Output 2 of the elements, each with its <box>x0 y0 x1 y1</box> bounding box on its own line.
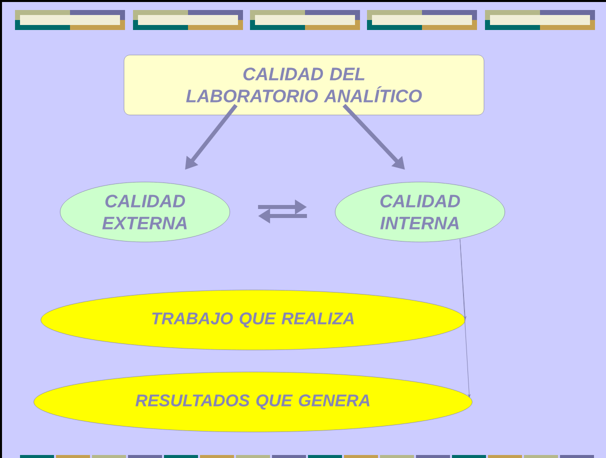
arrow <box>460 238 470 398</box>
title-box: CALIDAD DEL LABORATORIO ANALÍTICO <box>124 54 484 116</box>
